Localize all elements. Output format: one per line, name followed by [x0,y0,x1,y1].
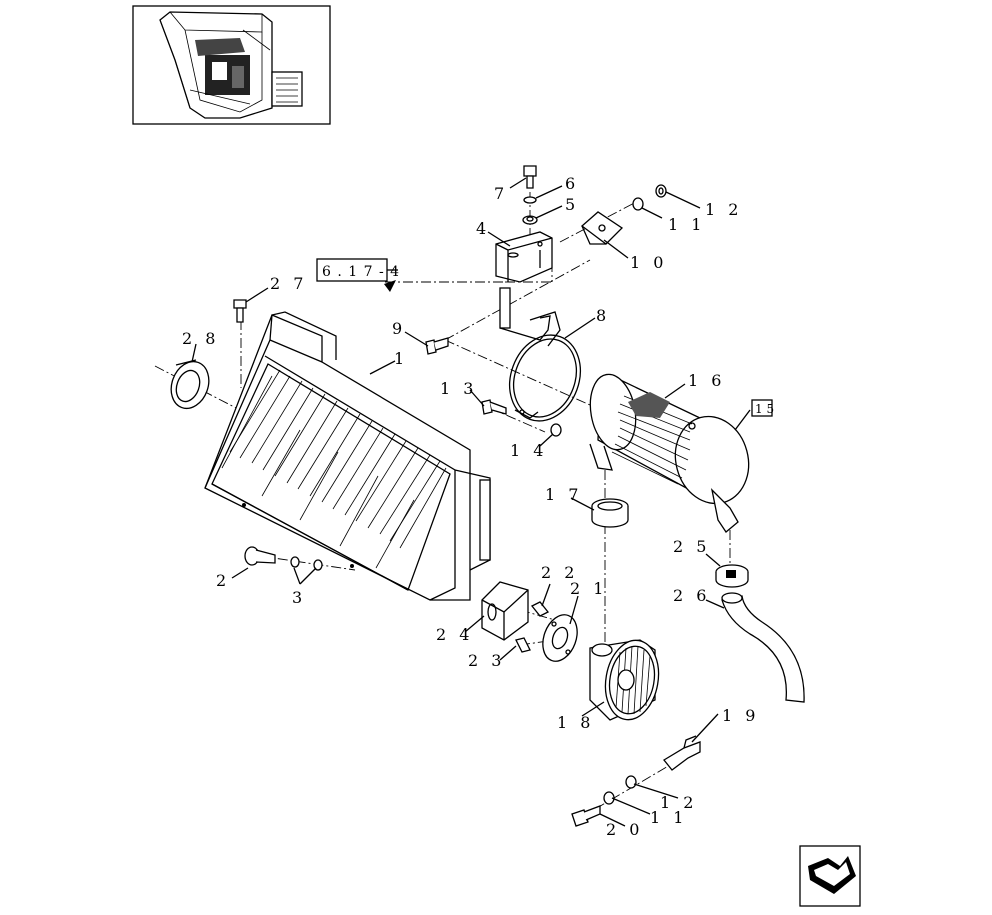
callout-23: 2 3 [468,651,505,670]
callout-4: 4 [476,219,490,238]
callout-3: 3 [292,588,306,607]
screws-22-23 [515,601,550,653]
reference-arrow-icon [384,280,396,292]
callout-18: 1 8 [557,713,594,732]
callout-16: 1 6 [688,371,725,390]
coupler-17 [591,498,629,528]
callout-13: 1 3 [440,379,477,398]
callout-26: 2 6 [673,586,710,605]
hose-clamp-25 [715,564,749,588]
callout-11-bottom: 1 1 [650,808,687,827]
radiator-assembly [204,311,491,601]
elbow-hose-26 [721,592,805,703]
callout-9: 9 [392,319,406,338]
strap-clamp-8 [499,287,581,422]
callout-25: 2 5 [673,537,710,556]
callout-28: 2 8 [182,329,219,348]
callout-6: 6 [565,174,579,193]
bolt-2-washers-3 [244,546,323,571]
washer-nut-top [632,184,667,211]
bracket-24 [481,581,529,641]
bolt-9 [425,337,449,355]
callout-1: 1 [394,349,408,368]
callout-15: 1 5 [755,402,774,416]
callout-21: 2 1 [570,579,607,598]
nut-14 [550,423,562,437]
next-page-arrow-icon[interactable] [799,845,861,907]
bolt-13 [481,399,507,415]
bracket-4 [495,231,553,283]
leader-lines [191,177,751,827]
callout-7: 7 [494,184,508,203]
callout-2: 2 [216,571,230,590]
bolt-20-stack [571,775,637,827]
bracket-10 [580,211,624,245]
callout-20: 2 0 [606,820,643,839]
pre-cleaner-18 [589,639,660,721]
bracket-19 [663,735,701,771]
callout-17: 1 7 [545,485,582,504]
callout-19: 1 9 [722,706,759,725]
flange-21 [542,614,578,662]
callout-labels: 1 2 3 4 5 6 7 8 9 1 0 1 1 1 2 1 3 1 4 1 … [182,174,774,839]
bolt-7-stack [522,165,538,225]
callout-11-top: 1 1 [668,215,705,234]
callout-14: 1 4 [510,441,547,460]
seal-ring [170,359,210,410]
callout-22: 2 2 [541,563,578,582]
callout-12-bottom: 1 2 [660,793,697,812]
callout-24: 2 4 [436,625,473,644]
callout-10: 1 0 [630,253,667,272]
callout-15-box [751,399,773,417]
reference-box[interactable]: 6 . 1 7 - 4 [316,258,400,292]
callout-12-top: 1 2 [705,200,742,219]
air-cleaner-16 [589,373,750,533]
callout-27: 2 7 [270,274,307,293]
callout-8: 8 [596,306,610,325]
bolt-27 [233,299,247,323]
machine-cab-thumbnail-icon[interactable] [132,5,331,125]
callout-5: 5 [565,195,579,214]
reference-label: 6 . 1 7 - 4 [322,264,400,280]
